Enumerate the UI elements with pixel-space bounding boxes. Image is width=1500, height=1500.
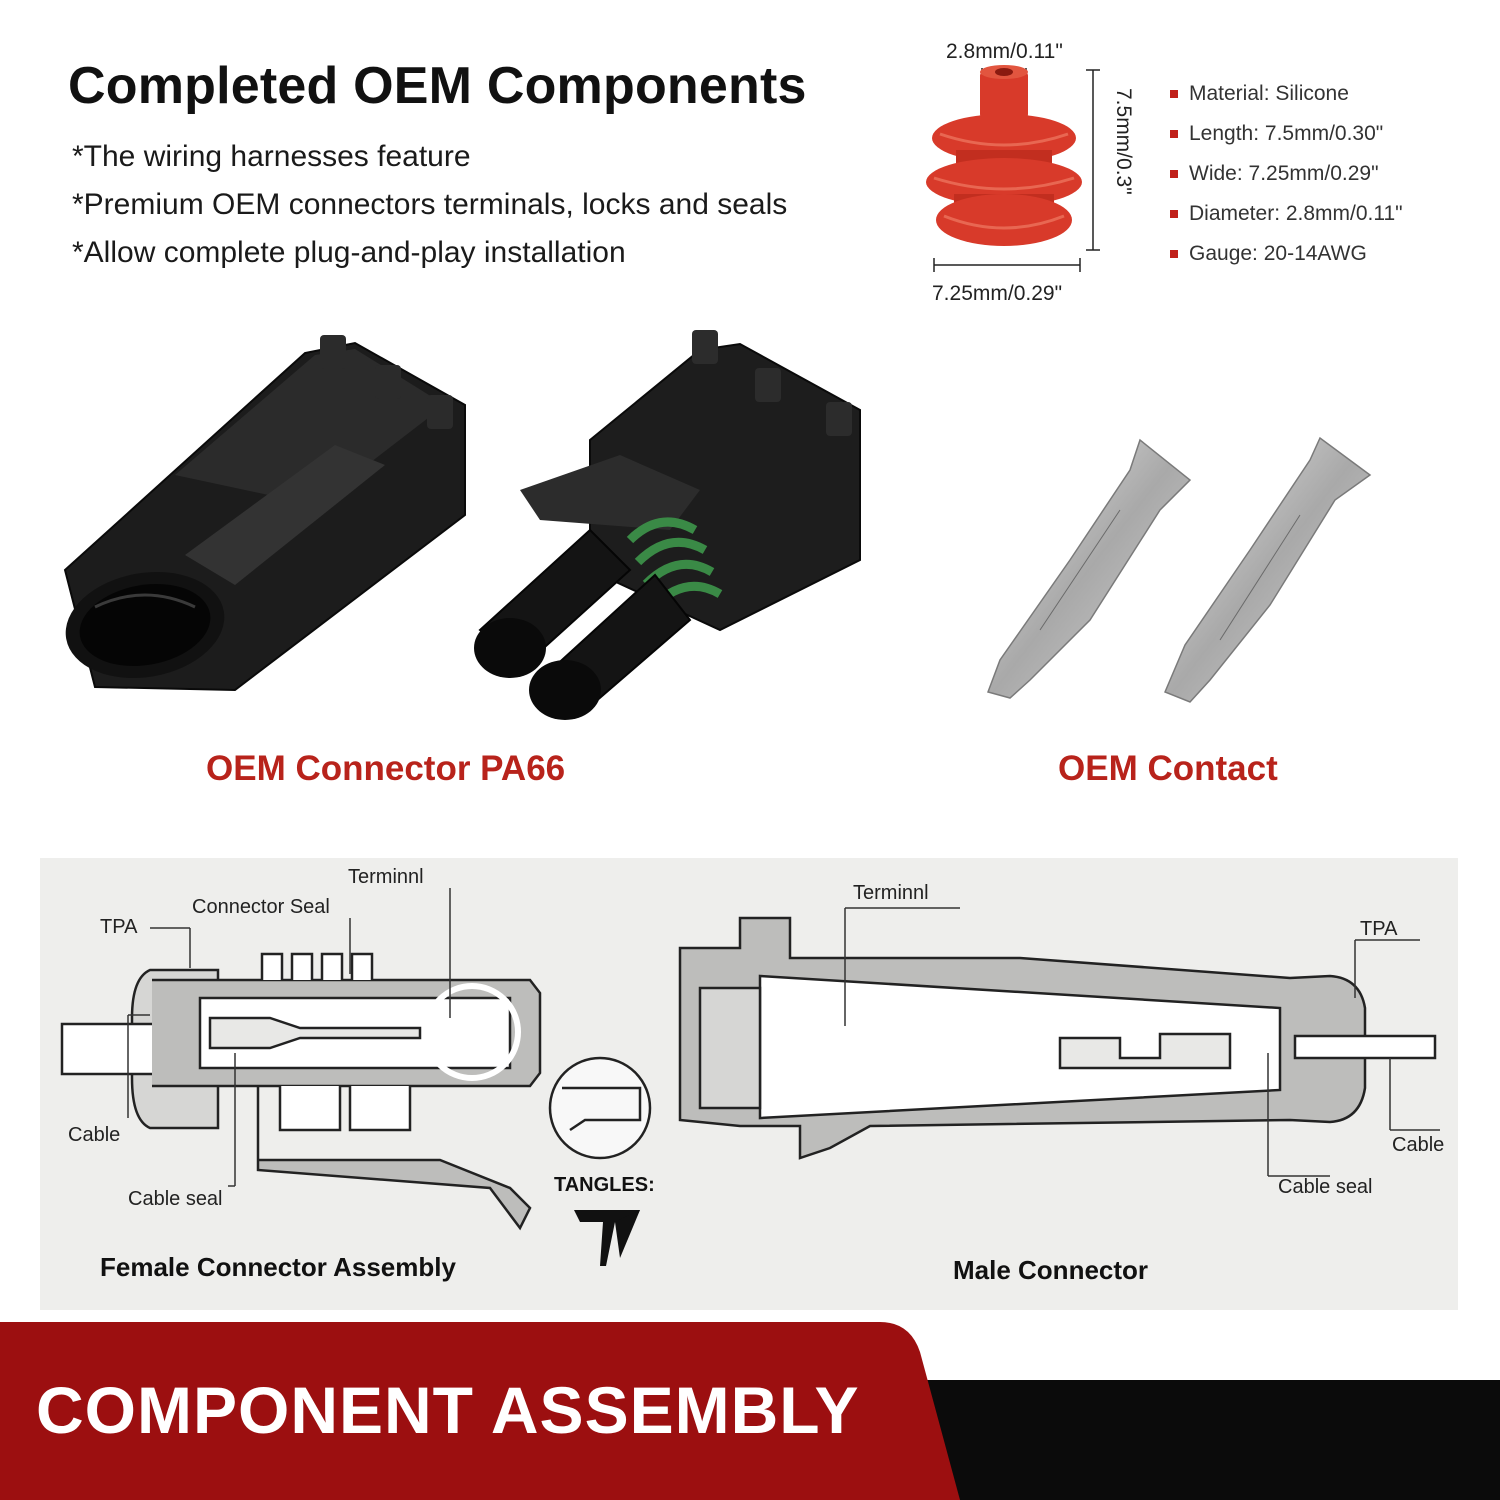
seal-side-dimension: 7.5mm/0.3" bbox=[1112, 88, 1135, 195]
contact-label: OEM Contact bbox=[1058, 749, 1278, 788]
bullet-icon bbox=[1170, 90, 1178, 98]
male-cable-label: Cable bbox=[1392, 1134, 1445, 1156]
oem-contact-image bbox=[987, 436, 1372, 703]
silicone-seal-image bbox=[926, 65, 1100, 272]
seal-bottom-dimension: 7.25mm/0.29" bbox=[932, 282, 1063, 305]
bullet-icon bbox=[1170, 210, 1178, 218]
spec-list: Material: Silicone Length: 7.5mm/0.30" W… bbox=[1170, 74, 1403, 274]
male-connector-title: Male Connector bbox=[953, 1255, 1149, 1285]
spec-item: Diameter: 2.8mm/0.11" bbox=[1170, 194, 1403, 234]
spec-text: Material: Silicone bbox=[1189, 82, 1349, 105]
spec-item: Length: 7.5mm/0.30" bbox=[1170, 114, 1403, 154]
spec-text: Gauge: 20-14AWG bbox=[1189, 242, 1367, 265]
feature-line-1: *The wiring harnesses feature bbox=[72, 140, 471, 173]
connector-seal-label: Connector Seal bbox=[192, 896, 330, 918]
page-title: Completed OEM Components bbox=[68, 57, 807, 115]
banner-red-shape bbox=[0, 1322, 960, 1500]
feature-line-3: *Allow complete plug-and-play installati… bbox=[72, 236, 626, 269]
feature-line-2: *Premium OEM connectors terminals, locks… bbox=[72, 188, 788, 221]
female-connector-image bbox=[474, 330, 861, 720]
spec-item: Wide: 7.25mm/0.29" bbox=[1170, 154, 1403, 194]
connector-label: OEM Connector PA66 bbox=[206, 749, 566, 788]
spec-item: Material: Silicone bbox=[1170, 74, 1403, 114]
male-cable-seal-label: Cable seal bbox=[1278, 1176, 1373, 1198]
female-cable-label: Cable bbox=[68, 1124, 121, 1146]
spec-text: Diameter: 2.8mm/0.11" bbox=[1189, 202, 1403, 225]
brand-name: TANGLES: bbox=[554, 1174, 655, 1196]
female-tpa-label: TPA bbox=[100, 916, 138, 938]
male-connector-image bbox=[63, 335, 466, 692]
female-cable-seal-label: Cable seal bbox=[128, 1188, 223, 1210]
bullet-icon bbox=[1170, 170, 1178, 178]
banner-title: COMPONENT ASSEMBLY bbox=[36, 1373, 860, 1447]
spec-text: Wide: 7.25mm/0.29" bbox=[1189, 162, 1379, 185]
spec-text: Length: 7.5mm/0.30" bbox=[1189, 122, 1384, 145]
female-terminal-label: Terminnl bbox=[348, 866, 424, 888]
assembly-diagram-drawing bbox=[60, 888, 1440, 1266]
male-terminal-label: Terminnl bbox=[853, 882, 929, 904]
seal-top-dimension: 2.8mm/0.11" bbox=[946, 40, 1063, 63]
bullet-icon bbox=[1170, 130, 1178, 138]
spec-item: Gauge: 20-14AWG bbox=[1170, 234, 1403, 274]
male-tpa-label: TPA bbox=[1360, 918, 1398, 940]
brand-logo-icon bbox=[574, 1210, 640, 1266]
female-assembly-title: Female Connector Assembly bbox=[100, 1252, 456, 1282]
bullet-icon bbox=[1170, 250, 1178, 258]
